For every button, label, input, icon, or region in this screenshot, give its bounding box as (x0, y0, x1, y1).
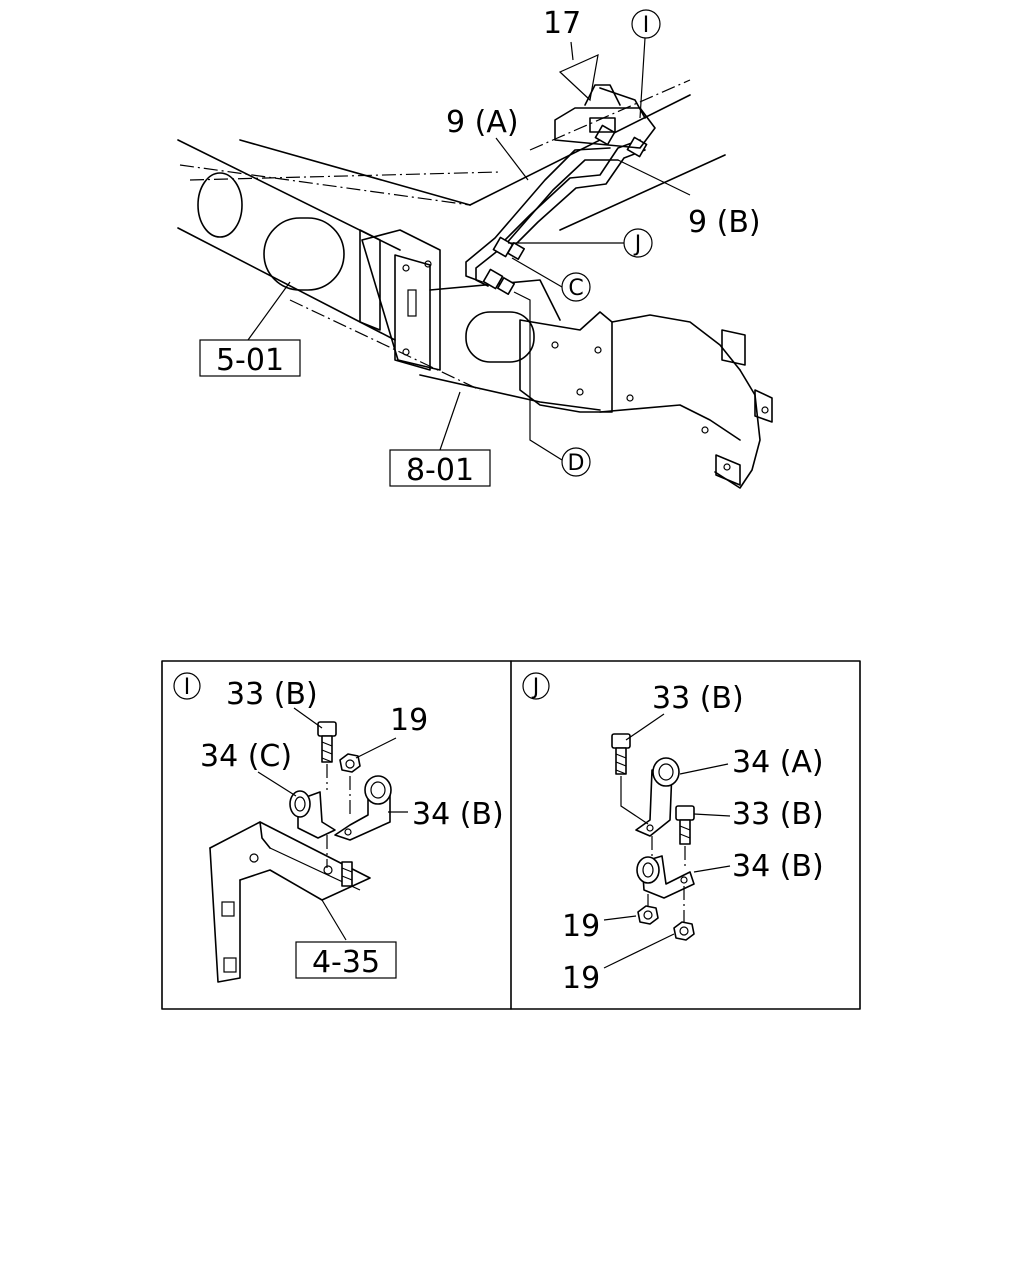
crossmember-bracket (361, 229, 441, 371)
stud-i (341, 861, 353, 887)
clip-34b-j (636, 855, 695, 899)
bolt-33b-i (317, 721, 337, 763)
clip-34c (289, 790, 336, 839)
detail-j-tag-text: J (531, 675, 540, 700)
part-17-label: 17 (543, 6, 581, 41)
detail-i: I (173, 672, 504, 983)
detail-j-bolt-top-label: 33 (B) (652, 681, 744, 716)
ref-box-8-01[interactable]: 8-01 (389, 449, 491, 488)
nut-19-j-2 (673, 921, 695, 941)
callout-i-top-text: I (643, 13, 650, 38)
detail-j-clip-b-label: 34 (B) (732, 849, 824, 884)
callout-d-text: D (568, 451, 585, 476)
detail-frame (161, 660, 861, 1010)
callout-j-text: J (633, 232, 642, 257)
part-9b-label: 9 (B) (688, 205, 761, 240)
ref-5-01-text: 5-01 (216, 343, 284, 378)
detail-j-bolt-mid-label: 33 (B) (732, 797, 824, 832)
pipes (465, 124, 648, 295)
ref-box-4-35[interactable]: 4-35 (295, 941, 397, 980)
nut-19-j-1 (637, 905, 659, 925)
detail-j-nut-1-label: 19 (562, 909, 600, 944)
nut-19-i (339, 753, 361, 773)
bolt-33b-j-top (611, 733, 631, 775)
main-assembly: 17 I 9 (A) 9 (B) J C D 5-01 8-01 (177, 6, 773, 489)
detail-i-tag-text: I (184, 675, 191, 700)
bolt-33b-j-mid (675, 805, 695, 845)
callout-c: C (561, 272, 591, 302)
detail-i-nut-label: 19 (390, 703, 428, 738)
detail-i-clip-b-label: 34 (B) (412, 797, 504, 832)
callout-c-text: C (568, 276, 583, 301)
detail-i-bolt-label: 33 (B) (226, 677, 318, 712)
detail-i-tag: I (173, 672, 201, 700)
detail-j-clip-a-label: 34 (A) (732, 745, 824, 780)
callout-i-top: I (631, 9, 661, 39)
detail-j-nut-2-label: 19 (562, 961, 600, 996)
ref-8-01-text: 8-01 (406, 453, 474, 488)
clip-34a (635, 757, 680, 837)
outrigger-bracket (519, 311, 773, 489)
callout-j: J (623, 228, 653, 258)
ref-box-5-01[interactable]: 5-01 (199, 339, 301, 378)
clip-34b-i (334, 775, 392, 841)
callout-d: D (561, 447, 591, 477)
valve-17 (554, 84, 656, 149)
part-9a-label: 9 (A) (446, 105, 519, 140)
ref-4-35-text: 4-35 (312, 945, 380, 980)
detail-j: J (522, 672, 824, 996)
detail-j-tag: J (522, 672, 550, 700)
main-leaders (247, 37, 691, 461)
detail-i-clip-c-label: 34 (C) (200, 739, 292, 774)
